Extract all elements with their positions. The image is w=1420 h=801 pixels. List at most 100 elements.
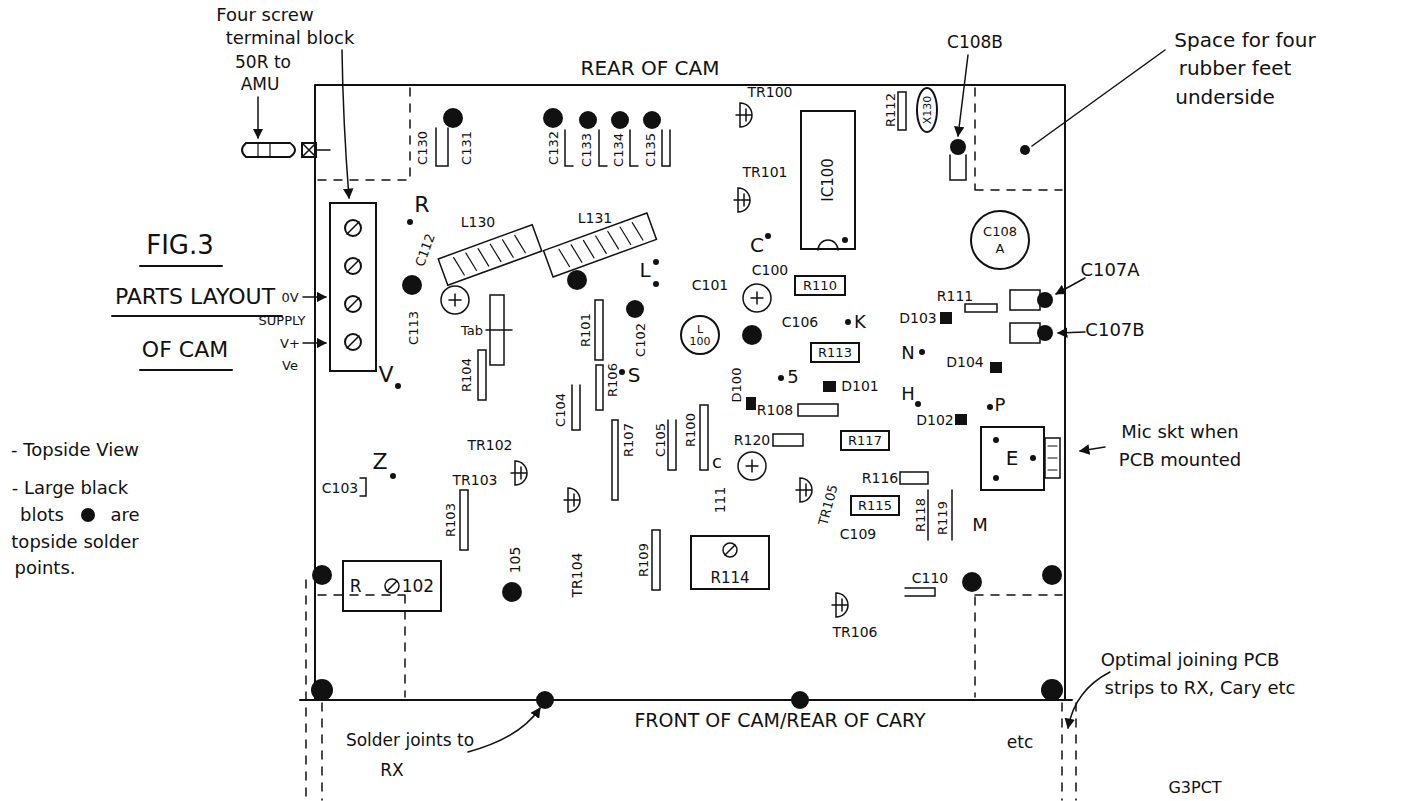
part-label: C100	[752, 263, 789, 277]
trimmer-slot	[387, 545, 735, 591]
part-label: TR104	[570, 552, 584, 597]
part-label: Tab	[461, 324, 483, 337]
solder-blot	[611, 111, 629, 129]
ic-outline: IC100	[800, 110, 856, 250]
part-label: L	[639, 260, 650, 280]
solder-blot	[502, 582, 522, 602]
part-label: C130	[416, 131, 429, 165]
inductor-winding	[559, 221, 643, 268]
part-label: R120	[734, 433, 770, 447]
solder-blot	[1041, 679, 1063, 701]
part-label: TR101	[742, 165, 787, 179]
part-label: C107B	[1085, 321, 1144, 339]
solder-blot	[950, 139, 966, 155]
part-label: D104	[946, 355, 984, 369]
outline-rect	[691, 536, 769, 589]
transistor-symbol	[511, 461, 527, 485]
part-label: C133	[580, 133, 593, 167]
part-label: R108	[757, 403, 793, 417]
part-label: C132	[547, 131, 560, 165]
outline-rect	[981, 427, 1044, 490]
note-text: REAR OF CAM	[581, 58, 720, 78]
mic-socket-box: E	[980, 426, 1045, 491]
leader-arrow	[468, 708, 540, 752]
pad-dot	[778, 375, 784, 381]
trimmer-box: R102	[342, 560, 442, 612]
inductor-body	[438, 225, 542, 286]
part-label: D101	[841, 379, 879, 393]
part-label: TR103	[452, 473, 497, 487]
part-label: K	[854, 313, 866, 331]
note-text: blots	[20, 506, 64, 524]
solder-blot	[962, 572, 982, 592]
outline-rect	[851, 496, 899, 515]
resistor-box: R113	[810, 342, 860, 363]
part-label: H	[901, 385, 915, 403]
part-label: D103	[899, 311, 937, 325]
note-text: rubber feet	[1179, 58, 1292, 78]
leader-arrow	[1058, 332, 1085, 333]
part-label: c	[712, 453, 722, 471]
note-text: - Large black	[12, 479, 128, 497]
note-text: are	[110, 506, 139, 524]
part-label: R	[414, 194, 429, 216]
component-body	[460, 92, 997, 590]
part-label: L131	[578, 211, 613, 225]
solder-blot	[311, 679, 333, 701]
node-outline	[970, 210, 1030, 270]
node-text-group: R110	[803, 279, 837, 292]
note-text: FRONT OF CAM/REAR OF CARY	[634, 711, 925, 730]
part-label: 111	[713, 487, 727, 514]
leader-arrow	[1056, 278, 1085, 294]
outline-rect	[343, 561, 441, 611]
node-text-group: R114	[710, 571, 749, 586]
part-label: TR100	[747, 85, 792, 99]
part-label: C113	[407, 311, 420, 345]
note-text: PARTS LAYOUT	[115, 286, 275, 308]
inductor-winding	[454, 234, 526, 276]
part-label: Z	[372, 451, 387, 473]
part-label: R119	[936, 501, 949, 535]
note-text: 0V	[281, 291, 298, 304]
note-text: points.	[14, 559, 75, 577]
node-text: IC100	[821, 158, 836, 202]
pad-dot	[842, 237, 848, 243]
diode-symbol	[746, 397, 756, 410]
coax-cable	[242, 143, 295, 157]
part-label: C103	[322, 481, 359, 495]
part-label: R100	[684, 413, 697, 447]
mic-socket-body	[1045, 438, 1060, 478]
part-label: C104	[554, 393, 567, 427]
leader-arrow	[1080, 447, 1105, 451]
part-label: R101	[579, 313, 592, 347]
leader-arrow	[342, 50, 349, 198]
node-text-group: C108A	[983, 225, 1017, 255]
trimmer-box: R114	[690, 535, 770, 590]
solder-blot	[1037, 292, 1053, 308]
crystal-outline: X130	[916, 87, 938, 133]
node-text: C108	[983, 225, 1017, 238]
node-text-group: E	[1006, 448, 1019, 468]
node-text: 102	[402, 578, 434, 595]
diode-symbol	[823, 381, 836, 392]
solder-blot	[543, 108, 563, 128]
solder-blot	[567, 270, 587, 290]
note-text: - Topside View	[11, 441, 139, 459]
capacitor-body	[436, 128, 670, 166]
outline-rect	[841, 431, 889, 450]
note-text: PCB mounted	[1119, 451, 1241, 469]
pad-dot	[619, 369, 625, 375]
note-text: terminal block	[226, 29, 355, 47]
part-label: M	[972, 516, 988, 534]
solder-blot	[626, 300, 644, 318]
part-label: 5	[787, 368, 798, 386]
diode-symbol	[940, 312, 952, 324]
transistor-symbol	[736, 103, 752, 127]
polarity-mark	[449, 292, 763, 472]
note-text: Optimal joining PCB	[1101, 651, 1280, 669]
pad-dot	[653, 259, 659, 265]
leader-arrow	[958, 55, 968, 136]
node-text: R110	[803, 279, 837, 292]
resistor-box: R117	[840, 430, 890, 451]
part-label: N	[901, 344, 914, 362]
